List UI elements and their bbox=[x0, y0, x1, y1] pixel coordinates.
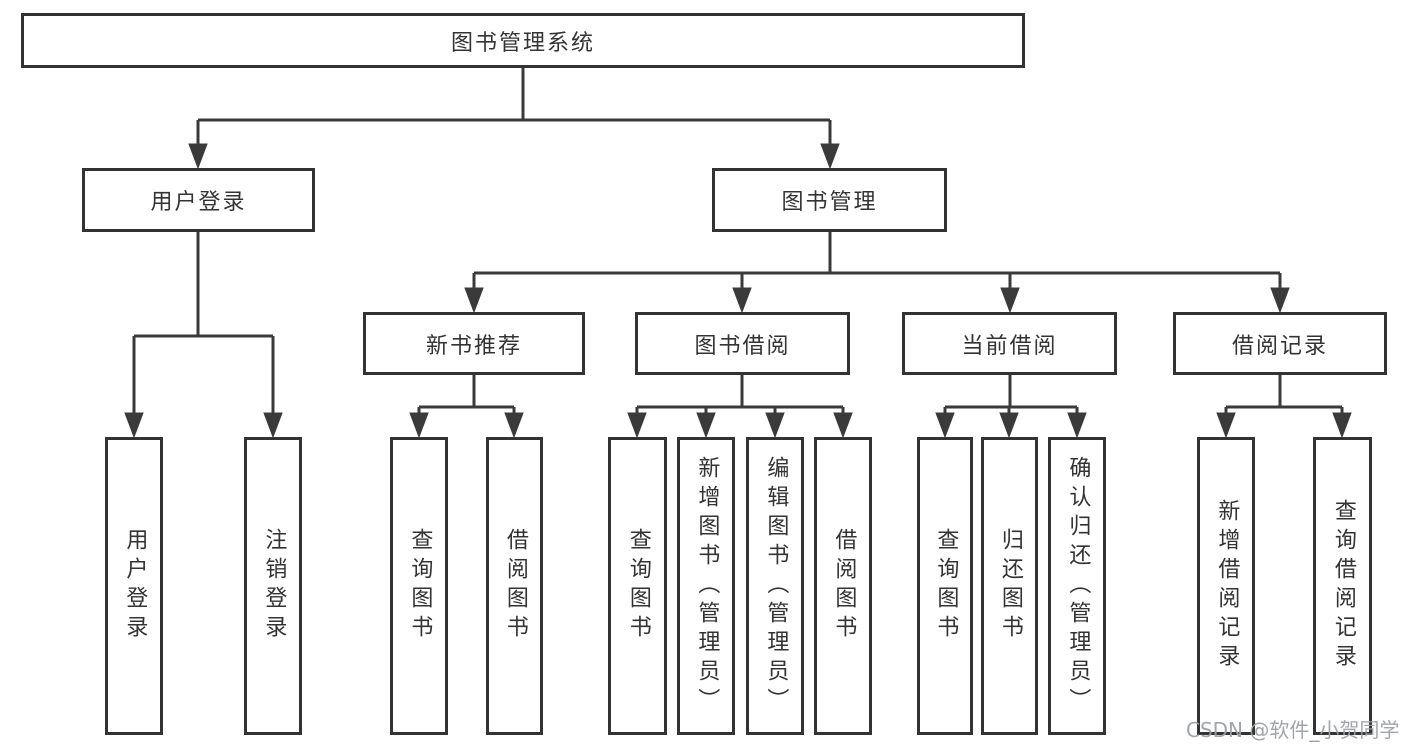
connector-root-to-level2 bbox=[188, 66, 840, 170]
node-user-login-label: 用户登录 bbox=[150, 190, 247, 215]
connector-book-management-children bbox=[464, 230, 1290, 314]
leaf-user-login-label: 用户登录 bbox=[122, 528, 148, 644]
leaf-user-login: 用户登录 bbox=[105, 437, 163, 735]
leaf-newbook-query-books: 查询图书 bbox=[390, 437, 448, 735]
leaf-add-borrow-record-label: 新增借阅记录 bbox=[1214, 499, 1240, 673]
node-user-login: 用户登录 bbox=[82, 168, 315, 232]
leaf-newbook-borrow-books-label: 借阅图书 bbox=[502, 528, 528, 644]
leaf-return-books-label: 归还图书 bbox=[997, 528, 1023, 644]
connector-new-book-children bbox=[409, 373, 524, 439]
node-book-management: 图书管理 bbox=[712, 168, 947, 232]
node-book-management-label: 图书管理 bbox=[781, 190, 878, 215]
node-book-borrow-label: 图书借阅 bbox=[694, 333, 791, 359]
leaf-add-books-admin-label: 新增图书（管理员） bbox=[694, 455, 720, 717]
leaf-add-books-admin: 新增图书（管理员） bbox=[677, 437, 735, 735]
connector-book-borrow-children bbox=[627, 373, 853, 439]
leaf-borrow-query-books: 查询图书 bbox=[608, 437, 667, 735]
node-new-book-recommend-label: 新书推荐 bbox=[425, 333, 522, 359]
connector-borrow-record-children bbox=[1216, 373, 1352, 439]
leaf-newbook-borrow-books: 借阅图书 bbox=[486, 437, 543, 735]
connector-current-borrow-children bbox=[935, 373, 1087, 439]
node-book-borrow: 图书借阅 bbox=[635, 312, 850, 375]
leaf-confirm-return-admin-label: 确认归还（管理员） bbox=[1065, 455, 1091, 717]
leaf-edit-books-admin: 编辑图书（管理员） bbox=[746, 437, 804, 735]
leaf-return-books: 归还图书 bbox=[981, 437, 1038, 735]
leaf-current-query-books: 查询图书 bbox=[917, 437, 973, 735]
leaf-confirm-return-admin: 确认归还（管理员） bbox=[1048, 437, 1106, 735]
leaf-query-borrow-record-label: 查询借阅记录 bbox=[1330, 499, 1356, 673]
leaf-query-borrow-record: 查询借阅记录 bbox=[1313, 437, 1372, 735]
leaf-logout: 注销登录 bbox=[244, 437, 302, 735]
node-new-book-recommend: 新书推荐 bbox=[363, 312, 585, 375]
leaf-logout-label: 注销登录 bbox=[261, 528, 287, 644]
node-root-system-label: 图书管理系统 bbox=[450, 30, 595, 56]
node-current-borrow: 当前借阅 bbox=[902, 312, 1117, 375]
leaf-newbook-query-books-label: 查询图书 bbox=[407, 528, 433, 644]
leaf-edit-books-admin-label: 编辑图书（管理员） bbox=[763, 455, 789, 717]
leaf-borrow-books: 借阅图书 bbox=[814, 437, 872, 735]
node-current-borrow-label: 当前借阅 bbox=[961, 333, 1058, 359]
leaf-add-borrow-record: 新增借阅记录 bbox=[1197, 437, 1255, 735]
leaf-current-query-books-label: 查询图书 bbox=[933, 528, 959, 644]
node-borrow-record: 借阅记录 bbox=[1173, 312, 1387, 375]
node-root-system: 图书管理系统 bbox=[21, 13, 1025, 68]
leaf-borrow-books-label: 借阅图书 bbox=[831, 528, 857, 644]
node-borrow-record-label: 借阅记录 bbox=[1231, 333, 1328, 359]
csdn-watermark: CSDN @软件_小贺同学 bbox=[1186, 718, 1400, 742]
connector-user-login-children bbox=[124, 230, 283, 439]
leaf-borrow-query-books-label: 查询图书 bbox=[625, 528, 651, 644]
